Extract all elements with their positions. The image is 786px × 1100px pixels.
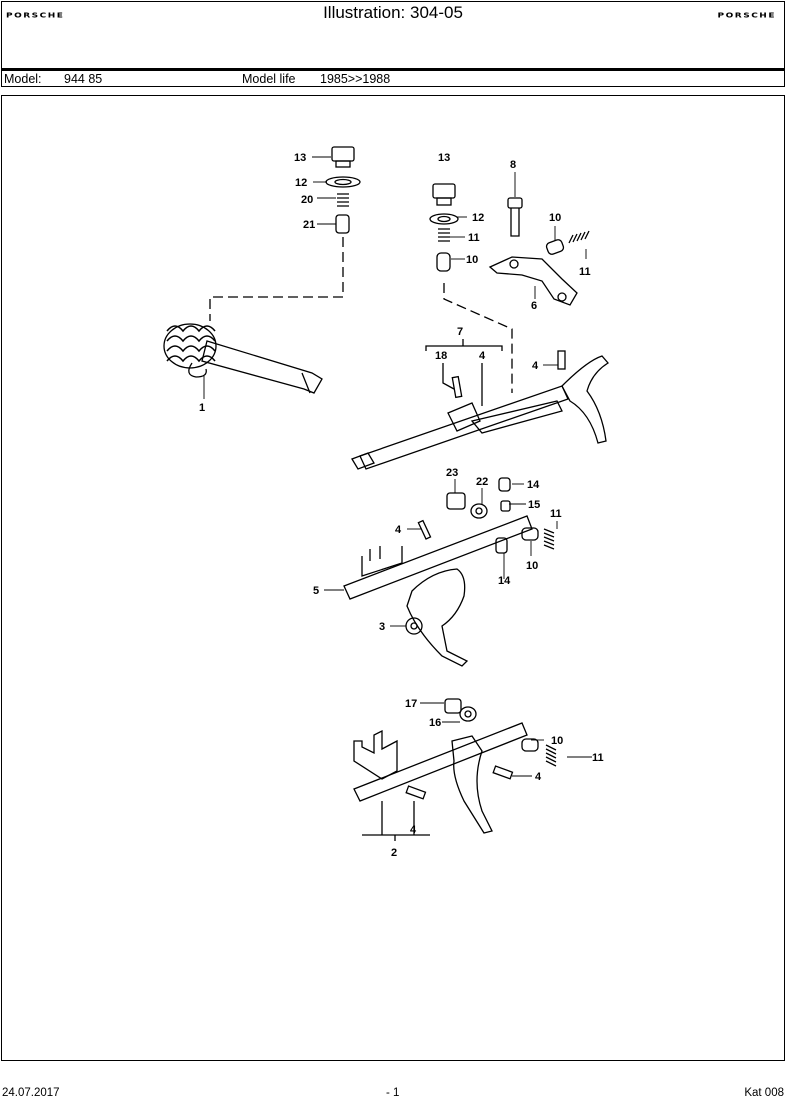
pin-shape xyxy=(521,527,539,541)
callout-10: 10 xyxy=(466,254,478,266)
illustration-title: Illustration: 304-05 xyxy=(323,3,463,22)
callout-14: 14 xyxy=(498,575,511,587)
callout-2: 2 xyxy=(391,847,397,859)
ring-shape xyxy=(470,503,488,519)
spring-shape xyxy=(438,228,450,242)
exploded-parts-diagram: 13 12 20 21 1 13 12 11 10 8 10 11 6 7 18… xyxy=(1,95,785,1061)
callout-22: 22 xyxy=(476,476,488,488)
screw-plug-shape xyxy=(331,146,355,162)
callout-3: 3 xyxy=(379,621,385,633)
assembly-guide-line xyxy=(443,283,513,393)
porsche-logo-left: PORSCHE xyxy=(6,12,65,20)
callout-4: 4 xyxy=(532,360,539,372)
parts-drawing: 13 12 20 21 1 13 12 11 10 8 10 11 6 7 18… xyxy=(163,146,609,859)
roll-pin-shape xyxy=(492,765,514,780)
model-value: 944 85 xyxy=(64,72,103,86)
shift-fork-shape xyxy=(561,355,609,444)
callout-13: 13 xyxy=(294,152,306,164)
group-bracket-7 xyxy=(425,345,503,351)
callout-5: 5 xyxy=(313,585,319,597)
spring-shape xyxy=(337,193,349,207)
spring-shape xyxy=(545,744,557,767)
coil-spring-shape xyxy=(166,325,216,363)
shift-rod-shape xyxy=(353,722,528,802)
assembly-guide-line xyxy=(209,237,344,321)
callout-11: 11 xyxy=(550,508,562,520)
callout-14: 14 xyxy=(527,479,540,491)
roll-pin-shape xyxy=(405,785,427,800)
callout-4: 4 xyxy=(479,350,486,362)
bolt-shank-shape xyxy=(510,208,520,237)
callout-20: 20 xyxy=(301,194,313,206)
ball-shape xyxy=(498,477,511,492)
bracket-shape xyxy=(488,256,578,306)
header-box: PORSCHE Illustration: 304-05 PORSCHE Mod… xyxy=(1,1,785,87)
shift-fork-shape xyxy=(406,568,469,667)
detent-pin-shape xyxy=(335,214,350,234)
model-life-value: 1985>>1988 xyxy=(320,72,391,86)
pin-sleeve-shape xyxy=(447,402,481,432)
callout-11: 11 xyxy=(468,232,480,244)
pin-shape xyxy=(521,738,539,752)
shift-finger-shape xyxy=(353,729,398,780)
callout-16: 16 xyxy=(429,717,441,729)
roll-pin-shape xyxy=(417,519,432,540)
shift-fork-shape xyxy=(451,735,493,834)
callout-1: 1 xyxy=(199,402,205,414)
part-group-shift-rod-2 xyxy=(353,698,557,841)
model-row: Model: 944 85 Model life 1985>>1988 xyxy=(2,68,784,87)
screw-plug-thread xyxy=(335,160,351,168)
model-label: Model: xyxy=(4,72,42,86)
callout-4: 4 xyxy=(395,524,402,536)
callout-4: 4 xyxy=(535,771,542,783)
part-group-selector-shaft xyxy=(163,146,361,394)
callout-11: 11 xyxy=(592,752,604,764)
spring-shape xyxy=(543,528,555,550)
callout-13: 13 xyxy=(438,152,450,164)
model-life-label: Model life xyxy=(242,72,296,86)
footer-page-number: - 1 xyxy=(386,1087,400,1099)
callout-leaders xyxy=(203,156,592,777)
callout-4: 4 xyxy=(410,824,417,836)
callout-8: 8 xyxy=(510,159,516,171)
callout-10: 10 xyxy=(526,560,538,572)
shift-rod-shape xyxy=(359,385,569,470)
bolt-head-shape xyxy=(507,197,523,209)
callout-15: 15 xyxy=(528,499,540,511)
spring-shape xyxy=(568,230,590,244)
porsche-logo-right: PORSCHE xyxy=(717,12,776,20)
plug-shape xyxy=(446,492,466,510)
screw-plug-shape xyxy=(432,183,456,199)
roll-pin-shape xyxy=(451,375,463,399)
callout-23: 23 xyxy=(446,467,458,479)
footer-date: 24.07.2017 xyxy=(2,1087,60,1099)
callout-10: 10 xyxy=(549,212,561,224)
callout-12: 12 xyxy=(472,212,484,224)
group-bracket-2 xyxy=(362,834,430,841)
footer-catalog: Kat 008 xyxy=(744,1087,784,1099)
plug-shape xyxy=(444,698,462,714)
part-group-detent-middle xyxy=(429,183,513,393)
callout-17: 17 xyxy=(405,698,417,710)
part-group-bracket xyxy=(488,197,590,306)
callout-10: 10 xyxy=(551,735,563,747)
callout-18: 18 xyxy=(435,350,447,362)
callout-7: 7 xyxy=(457,326,463,338)
part-group-shift-rod-7 xyxy=(351,339,609,470)
roll-pin-shape xyxy=(557,350,566,370)
shaft-body-shape xyxy=(201,340,323,394)
ring-shape xyxy=(459,706,477,722)
callout-21: 21 xyxy=(303,219,315,231)
callout-numbers: 13 12 20 21 1 13 12 11 10 8 10 11 6 7 18… xyxy=(199,152,604,859)
callout-11: 11 xyxy=(579,266,591,278)
sealing-ring-shape xyxy=(325,176,361,188)
callout-6: 6 xyxy=(531,300,537,312)
sealing-ring-shape xyxy=(429,213,459,225)
pin-shape xyxy=(545,239,565,255)
detent-pin-shape xyxy=(436,252,451,272)
callout-12: 12 xyxy=(295,177,307,189)
part-group-shift-rod-5 xyxy=(343,477,555,667)
shift-rod-shape xyxy=(343,515,533,600)
